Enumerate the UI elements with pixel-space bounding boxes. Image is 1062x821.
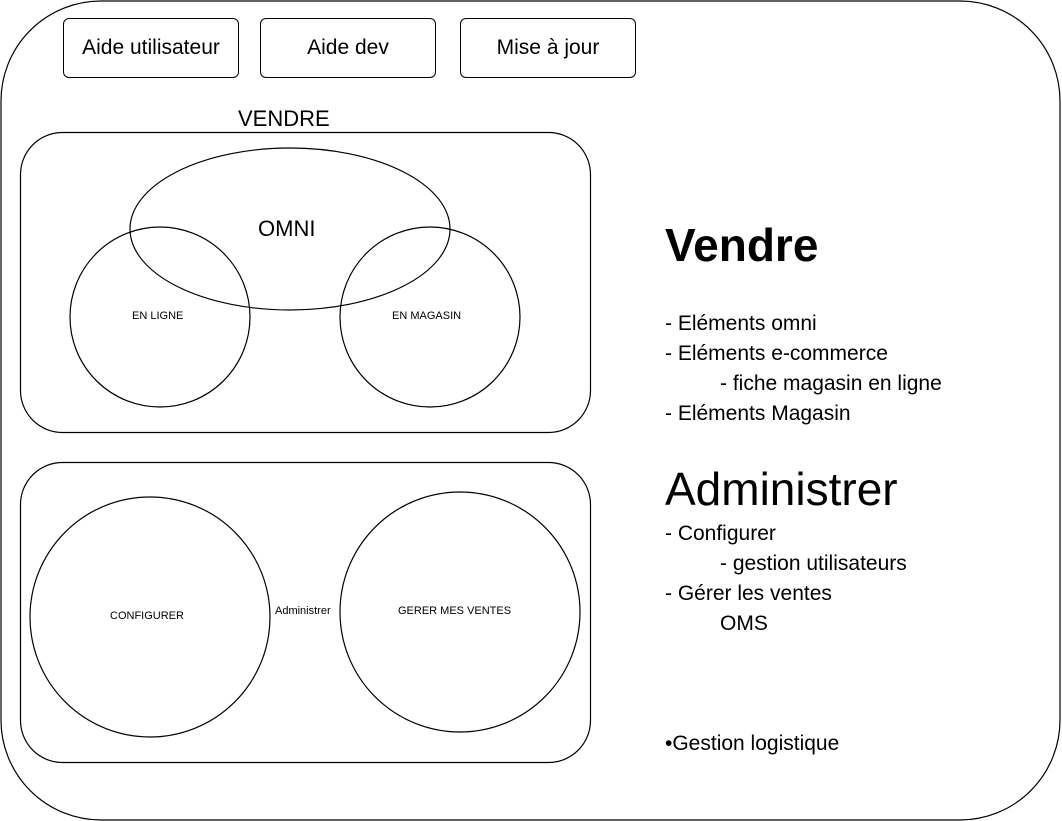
aide-dev-button[interactable]: Aide dev xyxy=(260,18,436,78)
administrer-center-label: Administrer xyxy=(275,605,331,617)
omni-ellipse xyxy=(129,147,451,311)
admin-item: - Gérer les ventes xyxy=(665,582,832,605)
vendre-item: - Eléments Magasin xyxy=(665,402,851,425)
gestion-logistique-note: •Gestion logistique xyxy=(665,732,840,755)
en-ligne-circle xyxy=(69,226,251,408)
configurer-label: CONFIGURER xyxy=(110,610,184,622)
administrer-heading: Administrer xyxy=(665,463,898,515)
gerer-ventes-circle xyxy=(339,491,581,733)
gerer-ventes-label: GERER MES VENTES xyxy=(398,605,512,617)
vendre-group-title: VENDRE xyxy=(238,106,330,131)
aide-utilisateur-button[interactable]: Aide utilisateur xyxy=(63,18,239,78)
admin-item: - Configurer xyxy=(665,522,776,545)
en-magasin-label: EN MAGASIN xyxy=(392,310,462,322)
vendre-subitem: - fiche magasin en ligne xyxy=(720,372,942,395)
admin-subitem: - gestion utilisateurs xyxy=(720,552,907,575)
en-ligne-label: EN LIGNE xyxy=(132,310,184,322)
mise-a-jour-button[interactable]: Mise à jour xyxy=(460,18,636,78)
vendre-item: - Eléments omni xyxy=(665,312,817,335)
admin-group-box xyxy=(19,461,592,764)
vendre-heading: Vendre xyxy=(665,219,819,271)
admin-subitem: OMS xyxy=(720,612,768,635)
en-magasin-circle xyxy=(339,226,521,408)
configurer-circle xyxy=(29,496,271,738)
vendre-group-box xyxy=(19,131,592,434)
omni-label: OMNI xyxy=(258,216,316,241)
vendre-item: - Eléments e-commerce xyxy=(665,342,888,365)
